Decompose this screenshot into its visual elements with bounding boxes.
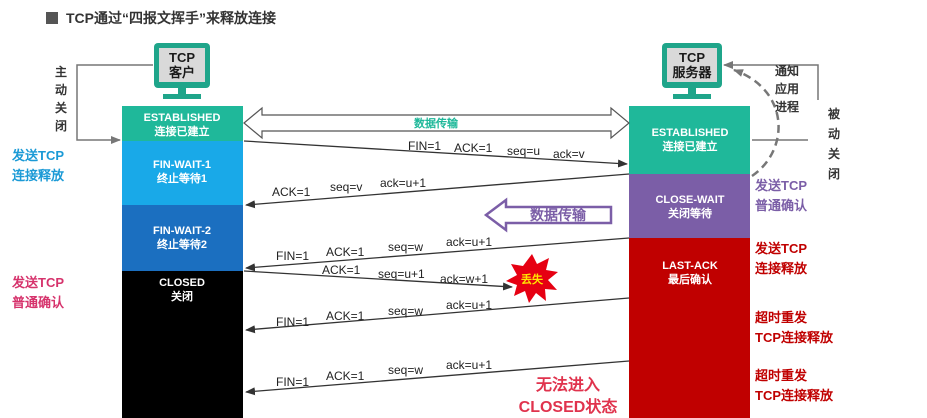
client-fin-wait-1-en: FIN-WAIT-1 (153, 159, 211, 171)
active-close-bracket (76, 64, 153, 144)
server-state-last-ack (629, 238, 750, 418)
title-bullet-icon (46, 12, 58, 24)
client-established-zh: 连接已建立 (155, 124, 210, 138)
message-6-arrow (245, 360, 630, 396)
server-send-ack-line1: 发送TCP (754, 178, 807, 193)
lost-starburst-icon (506, 254, 558, 303)
client-fin-wait-2-en: FIN-WAIT-2 (153, 225, 211, 237)
m2-seq: seq=v (330, 180, 362, 194)
client-send-release-line1: 发送TCP (11, 148, 64, 163)
server-name-line2: 服务器 (672, 65, 712, 80)
data-transfer-2-label: 数据传输 (530, 207, 587, 223)
client-send-ack-line1: 发送TCP (11, 275, 64, 290)
server-state-close-wait (629, 174, 750, 238)
client-closed-zh: 关闭 (171, 289, 193, 303)
m5-seq: seq=w (388, 304, 423, 318)
client-computer-icon: TCP 客户 (154, 43, 210, 99)
lost-label: 丢失 (521, 272, 544, 286)
passive-close-char-2: 动 (828, 127, 840, 141)
notify-app-dashed-arrow (733, 68, 780, 178)
server-send-ack-line2: 普通确认 (755, 198, 808, 213)
passive-close-char-1: 被 (828, 106, 841, 121)
active-close-char-2: 动 (55, 83, 67, 97)
m3-ack: ACK=1 (326, 245, 365, 259)
message-3-arrow (245, 237, 630, 272)
message-2-arrow (245, 173, 630, 209)
m1-fin: FIN=1 (408, 139, 441, 153)
m1-ack: ACK=1 (454, 141, 493, 155)
server-established-en: ESTABLISHED (652, 127, 729, 139)
m5-ack: ACK=1 (326, 309, 365, 323)
client-state-fin-wait-2 (122, 205, 243, 271)
m3-fin: FIN=1 (276, 249, 309, 263)
client-send-release-line2: 连接释放 (12, 168, 65, 183)
client-name-line1: TCP (169, 50, 195, 65)
data-transfer-double-arrow (243, 106, 630, 140)
cannot-close-line2: CLOSED状态 (519, 397, 618, 416)
m6-ack: ACK=1 (326, 369, 365, 383)
m4-ackno: ack=w+1 (440, 272, 488, 286)
data-transfer-left-arrow (483, 197, 613, 233)
client-closed-en: CLOSED (159, 277, 205, 289)
server-send-release-line2: 连接释放 (755, 261, 808, 276)
client-state-closed (122, 271, 243, 418)
notify-app-line1: 通知 (775, 63, 799, 78)
retransmit-2-line1: 超时重发 (755, 368, 808, 383)
notify-app-line3: 进程 (775, 99, 799, 114)
retransmit-1-line1: 超时重发 (755, 310, 808, 325)
server-close-wait-zh: 关闭等待 (668, 206, 712, 220)
server-last-ack-en: LAST-ACK (662, 260, 718, 272)
client-name-line2: 客户 (169, 65, 195, 80)
retransmit-2-line2: TCP连接释放 (755, 388, 834, 403)
passive-close-char-3: 关 (828, 146, 840, 161)
client-fin-wait-1-zh: 终止等待1 (157, 171, 207, 185)
server-state-established (629, 106, 750, 174)
m6-fin: FIN=1 (276, 375, 309, 389)
m4-ack: ACK=1 (322, 263, 361, 277)
m1-seq: seq=u (507, 144, 540, 158)
cannot-close-line1: 无法进入 (535, 375, 600, 394)
client-state-fin-wait-1 (122, 141, 243, 205)
message-4-arrow (243, 270, 513, 291)
m3-ackno: ack=u+1 (446, 235, 492, 249)
m1-ackno: ack=v (553, 147, 585, 161)
active-close-char-3: 关 (55, 100, 67, 115)
m5-fin: FIN=1 (276, 315, 309, 329)
server-name-line1: TCP (679, 50, 705, 65)
active-close-char-4: 闭 (55, 118, 67, 133)
page-title: TCP通过“四报文挥手”来释放连接 (66, 10, 276, 26)
server-send-release-line1: 发送TCP (754, 241, 807, 256)
client-send-ack-line2: 普通确认 (12, 295, 65, 310)
m5-ackno: ack=u+1 (446, 298, 492, 312)
m2-ackno: ack=u+1 (380, 176, 426, 190)
client-established-en: ESTABLISHED (144, 112, 221, 124)
passive-close-char-4: 闭 (828, 166, 840, 181)
retransmit-1-line2: TCP连接释放 (755, 330, 834, 345)
message-1-arrow (243, 140, 628, 168)
data-transfer-label: 数据传输 (414, 116, 459, 130)
notify-app-line2: 应用 (775, 81, 799, 96)
server-close-wait-en: CLOSE-WAIT (655, 194, 724, 206)
server-last-ack-zh: 最后确认 (668, 272, 713, 286)
m6-seq: seq=w (388, 363, 423, 377)
m4-seq: seq=u+1 (378, 267, 425, 281)
server-computer-icon: TCP 服务器 (662, 43, 722, 99)
m6-ackno: ack=u+1 (446, 358, 492, 372)
m2-ack: ACK=1 (272, 185, 311, 199)
client-fin-wait-2-zh: 终止等待2 (157, 237, 207, 251)
m3-seq: seq=w (388, 240, 423, 254)
active-close-char-1: 主 (55, 64, 67, 79)
client-state-established (122, 106, 243, 141)
message-5-arrow (245, 297, 630, 334)
server-established-zh: 连接已建立 (663, 139, 718, 153)
